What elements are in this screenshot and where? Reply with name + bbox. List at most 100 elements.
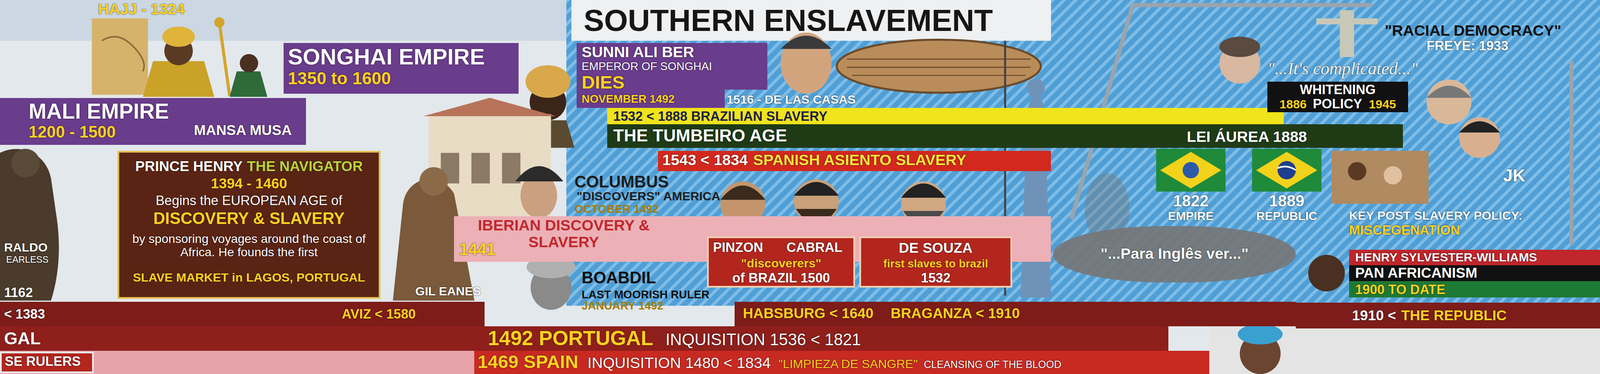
- text-line: 1889: [1247, 192, 1327, 211]
- stripe-band: PAN AFRICANISM: [1349, 265, 1600, 282]
- flag-1822: [1156, 148, 1226, 192]
- caption-label: "RACIAL DEMOCRACY": [1384, 22, 1562, 40]
- de-las-casas-portrait: [780, 32, 832, 94]
- right-portraits: [1308, 255, 1345, 292]
- text-line: 1900 TO DATE: [1355, 282, 1446, 298]
- slave-ship-plan: [852, 74, 1026, 76]
- slave-ship-plan: [846, 66, 1031, 68]
- blue-statue: [1026, 78, 1045, 98]
- info-box: PINZONCABRAL"discoverers"of BRAZIL 1500: [707, 236, 856, 288]
- stripe-band: 1900 TO DATE: [1349, 281, 1600, 298]
- background: [571, 0, 1051, 41]
- band-text: BRAGANZA < 1910: [890, 305, 1020, 322]
- text-line: 1394 - 1460: [119, 176, 380, 192]
- band-text: HENRY SYLVESTER-WILLIAMS: [1355, 250, 1538, 265]
- right-portraits: [1347, 162, 1367, 181]
- band-text: DISCOVERY & SLAVERY: [153, 209, 345, 228]
- flag-1889: [1251, 148, 1322, 192]
- explorer-portraits: [793, 182, 839, 196]
- de-las-casas-portrait: [780, 35, 832, 50]
- right-portraits: [1237, 324, 1283, 345]
- text-line: SE RULERS: [4, 354, 81, 370]
- text-line: HABSBURG < 1640 BRAGANZA < 1910: [742, 305, 1020, 322]
- band-text: REPUBLIC: [1256, 209, 1318, 223]
- band-text: 1200 - 1500: [28, 123, 116, 142]
- slave-ship-plan: [836, 39, 1041, 93]
- columbus-portrait: [515, 166, 563, 182]
- band-text: 1822: [1173, 192, 1209, 211]
- band-text: Begins the EUROPEAN AGE of: [155, 193, 343, 209]
- band-text: SPANISH ASIENTO SLAVERY: [753, 151, 967, 169]
- text-line: DISCOVERY & SLAVERY: [119, 210, 380, 229]
- band-text: AVIZ < 1580: [341, 306, 416, 322]
- band-text: 1441: [459, 240, 496, 259]
- poster-title: SOUTHERN ENSLAVEMENT: [583, 3, 993, 38]
- band-text: 1469 SPAIN: [477, 351, 579, 373]
- caption-label: BOABDIL: [581, 269, 657, 288]
- band-text: SLAVE MARKET in LAGOS, PORTUGAL: [132, 270, 366, 285]
- flag-1822: [1156, 148, 1226, 192]
- band-text: "...Para Inglês ver...": [1100, 245, 1249, 263]
- text-line: < 1383: [3, 307, 45, 322]
- band-text: GAL: [3, 329, 41, 349]
- columbus-portrait: [515, 166, 563, 219]
- dynasty-band: HABSBURG < 1640 BRAGANZA < 1910: [734, 302, 1296, 327]
- period-band: 1532 < 1888 BRAZILIAN SLAVERY: [607, 108, 1284, 125]
- band-text: MALI EMPIRE: [28, 99, 169, 124]
- text-line: 1492 PORTUGALINQUISITION 1536 < 1821: [487, 327, 861, 350]
- empire-band: SONGHAI EMPIRE1350 to 1600: [283, 43, 519, 95]
- mansa-musa-figure: [239, 54, 259, 73]
- band-text: HABSBURG < 1640: [742, 305, 874, 322]
- band-text: by sponsoring voyages around the coast o…: [132, 231, 366, 260]
- caption-label: 1162: [3, 285, 33, 301]
- period-band: 1543 < 1834SPANISH ASIENTO SLAVERY: [657, 151, 1051, 172]
- kingdom-band: GAL 1492 PORTUGALINQUISITION 1536 < 1821: [0, 326, 1169, 352]
- period-band: THE TUMBEIRO AGELEI ÁUREA 1888: [607, 124, 1404, 149]
- flag-label: 1889REPUBLIC: [1247, 148, 1327, 224]
- policy-box: WHITENING1886POLICY1945: [1267, 81, 1409, 113]
- band-text: 1886: [1279, 97, 1307, 112]
- explorer-portraits: [720, 185, 766, 200]
- right-portraits: [1331, 151, 1429, 204]
- mansa-musa-figure: [219, 22, 230, 96]
- band-text: 1900 TO DATE: [1355, 282, 1446, 298]
- right-portraits: [1426, 85, 1472, 98]
- right-portraits: [1339, 10, 1354, 58]
- band-text: of BRAZIL 1500: [732, 270, 830, 286]
- caption-label: "...It's complicated...": [1267, 59, 1418, 79]
- mansa-musa-figure: [229, 71, 268, 97]
- right-portraits: [1219, 36, 1261, 57]
- text-line: 1910 <THE REPUBLIC: [1352, 308, 1507, 325]
- band-text: IBERIAN DISCOVERY & SLAVERY: [477, 216, 650, 251]
- caption-label: RALDO: [3, 240, 48, 255]
- band-text: 1889: [1269, 192, 1305, 211]
- text-line: DE SOUZA: [861, 240, 1011, 257]
- building: [471, 153, 490, 184]
- text-line: "...Para Inglês ver...": [1053, 245, 1296, 263]
- band-text: MANSA MUSA: [194, 122, 292, 139]
- band-text: EMPIRE: [1167, 209, 1214, 223]
- mansa-musa-figure: [142, 61, 215, 97]
- text-line: 1441: [459, 240, 496, 260]
- band-text: "LIMPIEZA DE SANGRE": [778, 357, 918, 371]
- caption-label: MISCEGENATION: [1349, 223, 1461, 238]
- left-statue: [11, 148, 40, 178]
- caption-label: LAST MOORISH RULER: [581, 288, 710, 302]
- left-statue: [0, 148, 59, 301]
- band-text: SUNNI ALI BER: [581, 43, 695, 61]
- flag-1822: [1182, 162, 1199, 179]
- caption-label: "DISCOVERS" AMERICA: [576, 189, 721, 204]
- band-text: DE SOUZA: [898, 240, 973, 257]
- caption-label: 1516 - DE LAS CASAS: [726, 92, 856, 107]
- text-line: first slaves to brazil: [861, 257, 1011, 271]
- kingdom-band: 1469 SPAININQUISITION 1480 < 1834"LIMPIE…: [0, 351, 1210, 374]
- text-line: 1822: [1151, 192, 1231, 211]
- band-text: SE RULERS: [4, 354, 81, 370]
- band-text: POLICY: [1312, 96, 1363, 112]
- text-line: 1532: [861, 271, 1011, 286]
- band-text: 1532: [920, 270, 951, 286]
- text-line: NOVEMBER 1492: [581, 92, 675, 106]
- caption-label: JK: [1503, 166, 1526, 186]
- band-text: NOVEMBER 1492: [581, 92, 675, 106]
- band-text: WHITENING: [1299, 82, 1376, 98]
